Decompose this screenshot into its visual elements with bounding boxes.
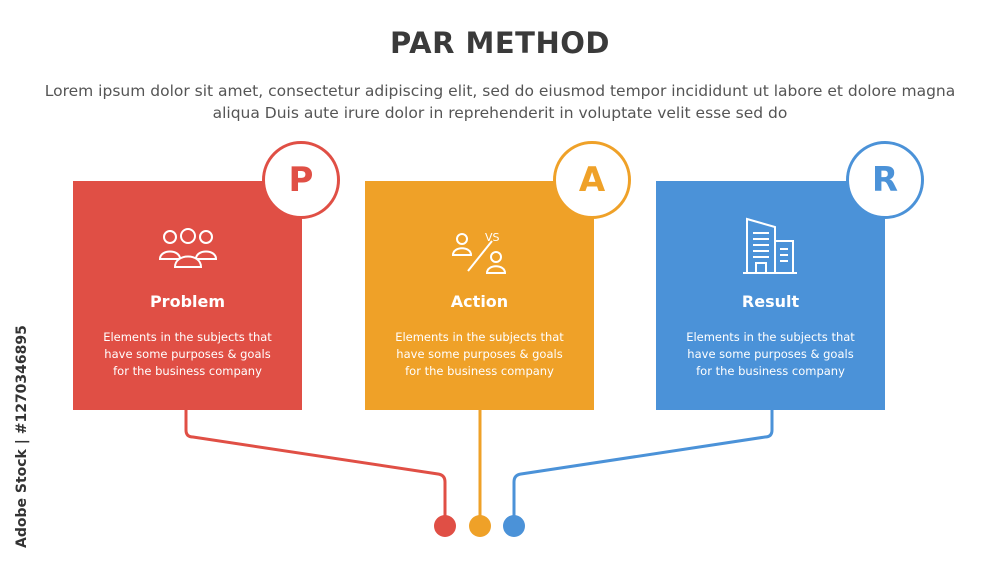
page-subtitle: Lorem ipsum dolor sit amet, consectetur … <box>44 82 956 122</box>
card-heading: Problem <box>149 292 226 311</box>
card-result: Result Elements in the subjects that hav… <box>656 181 885 410</box>
card-description: Elements in the subjects that have some … <box>103 330 272 378</box>
connector-result <box>512 410 774 522</box>
card-heading: Result <box>741 292 800 311</box>
endpoint-dot-result <box>503 515 525 537</box>
card-heading: Action <box>450 292 509 311</box>
people-group-icon <box>73 227 302 277</box>
page-title: PAR METHOD <box>390 26 610 60</box>
badge-letter-r: R <box>846 141 924 219</box>
card-problem: Problem Elements in the subjects that ha… <box>73 181 302 410</box>
building-icon <box>656 217 885 277</box>
watermark-label: Adobe Stock | #1270346895 <box>14 325 30 548</box>
watermark-text: Adobe Stock | #1270346895 <box>14 325 30 548</box>
connector-problem <box>184 410 447 522</box>
card-action: VS Action Elements in the subjects that … <box>365 181 594 410</box>
badge-letter-a: A <box>553 141 631 219</box>
endpoint-dot-action <box>469 515 491 537</box>
versus-icon-label: VS <box>485 231 500 244</box>
badge-letter-p: P <box>262 141 340 219</box>
versus-icon: VS <box>365 227 594 277</box>
card-description: Elements in the subjects that have some … <box>395 330 564 378</box>
card-description: Elements in the subjects that have some … <box>686 330 855 378</box>
endpoint-dot-problem <box>434 515 456 537</box>
